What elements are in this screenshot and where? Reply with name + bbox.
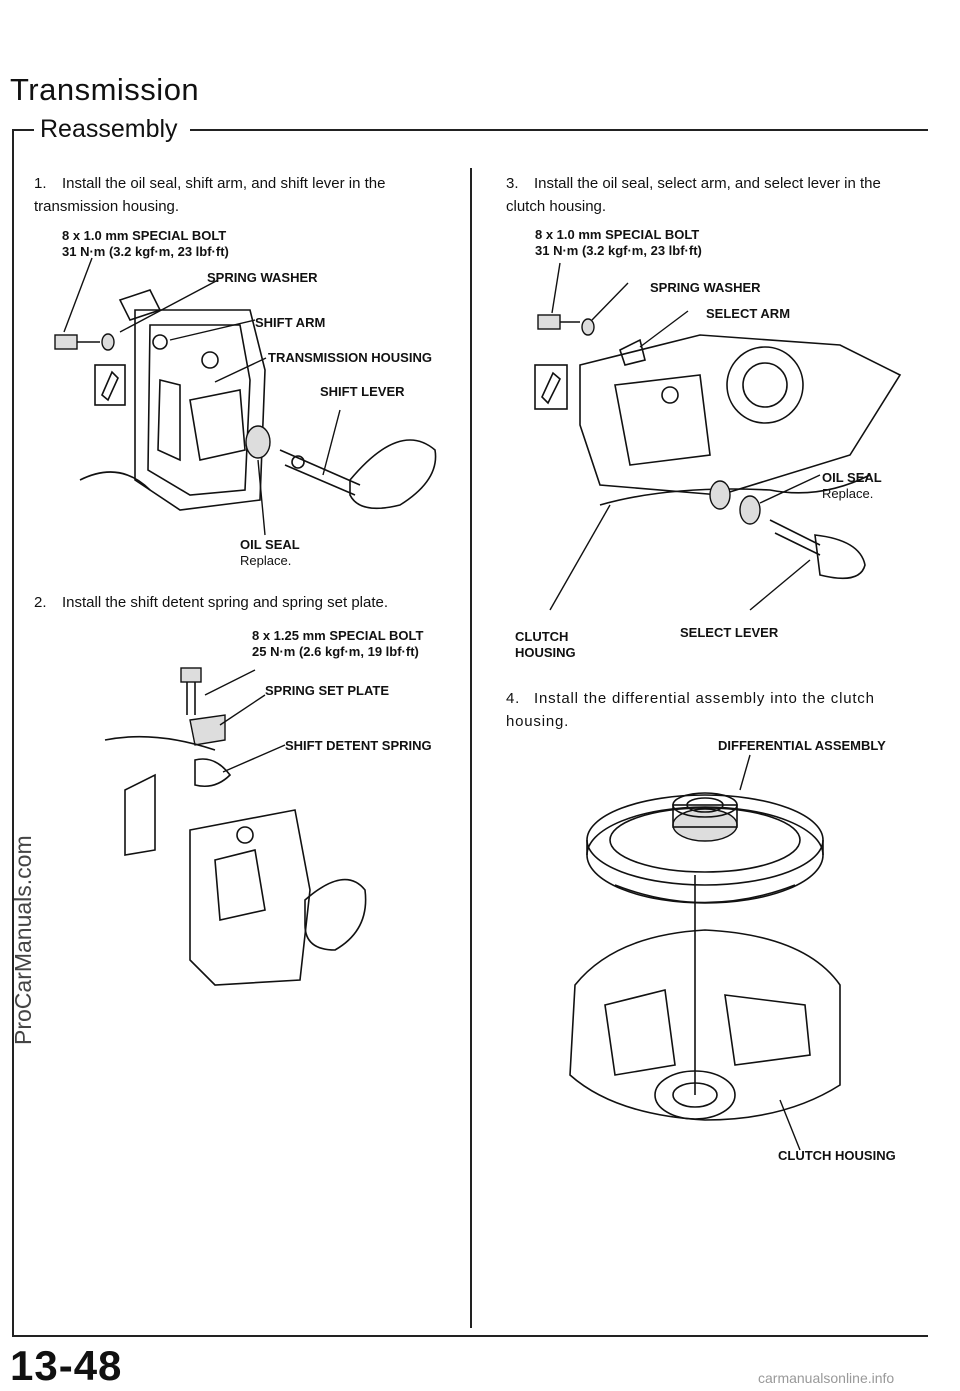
- fig1-bolt-spec: 8 x 1.0 mm SPECIAL BOLT: [62, 228, 227, 243]
- section-rule: [190, 129, 928, 131]
- fig2-spring-set-plate-label: SPRING SET PLATE: [265, 683, 389, 698]
- fig3-select-lever-label: SELECT LEVER: [680, 625, 779, 640]
- step-text: Install the differential assembly into t…: [506, 690, 875, 730]
- step-3: 3.Install the oil seal, select arm, and …: [506, 172, 916, 218]
- fig3-select-arm-label: SELECT ARM: [706, 306, 791, 321]
- step-number: 2.: [34, 594, 47, 611]
- fig2-illustration: [104, 667, 367, 986]
- bottom-rule: [12, 1335, 928, 1337]
- fig3-clutch-housing-line2: HOUSING: [515, 645, 576, 660]
- step-text: Install the oil seal, select arm, and se…: [506, 175, 881, 215]
- step-text: Install the shift detent spring and spri…: [62, 594, 389, 611]
- section-rule-left: [12, 129, 34, 131]
- fig4-clutch-housing: [569, 875, 841, 1121]
- fig3-oil-seal-label: OIL SEAL Replace.: [822, 470, 882, 502]
- fig1-illustration: [54, 257, 437, 536]
- fig3-oil-seal-name: OIL SEAL: [822, 470, 882, 485]
- fig4-clutch-housing-label: CLUTCH HOUSING: [778, 1148, 896, 1163]
- fig3-bolt: [537, 314, 595, 336]
- fig2-housing: [104, 735, 367, 986]
- fig1-shift-arm-label: SHIFT ARM: [255, 315, 326, 330]
- page-number: 13-48: [10, 1342, 123, 1389]
- fig1-detent-icon: [94, 364, 126, 406]
- fig3-detent-icon: [534, 364, 568, 410]
- fig1-bolt-torque: 31 N·m (3.2 kgf·m, 23 lbf·ft): [62, 244, 229, 259]
- fig3-bolt-torque: 31 N·m (3.2 kgf·m, 23 lbf·ft): [535, 243, 702, 258]
- column-divider: [470, 168, 472, 1328]
- fig2-detent-spring: [194, 758, 232, 788]
- fig3-bolt-label: 8 x 1.0 mm SPECIAL BOLT 31 N·m (3.2 kgf·…: [535, 227, 702, 259]
- step-2: 2. Install the shift detent spring and sp…: [34, 591, 444, 614]
- step-number: 1.: [34, 175, 47, 192]
- fig1-spring-washer-label: SPRING WASHER: [207, 270, 318, 285]
- fig1-oil-seal-note: Replace.: [240, 553, 292, 568]
- watermark: ProCarManuals.com: [10, 835, 36, 1045]
- step-number: 4.: [506, 690, 521, 707]
- fig2-bolt-label: 8 x 1.25 mm SPECIAL BOLT 25 N·m (2.6 kgf…: [252, 628, 423, 660]
- fig2-bolt: [180, 667, 202, 715]
- section-subtitle: Reassembly: [40, 115, 178, 143]
- fig3-illustration: [534, 262, 902, 611]
- fig4-differential-gear: [586, 792, 824, 904]
- fig2-spring-set-plate: [189, 714, 226, 746]
- fig3-clutch-housing-line1: CLUTCH: [515, 629, 569, 644]
- fig2-bolt-spec: 8 x 1.25 mm SPECIAL BOLT: [252, 628, 424, 643]
- step-number: 3.: [506, 175, 519, 192]
- fig3-oil-seal-note: Replace.: [822, 486, 874, 501]
- fig4-illustration: [569, 754, 841, 1151]
- fig3-housing: [579, 334, 902, 506]
- fig2-shift-detent-spring-label: SHIFT DETENT SPRING: [285, 738, 432, 753]
- fig2-bolt-torque: 25 N·m (2.6 kgf·m, 19 lbf·ft): [252, 644, 419, 659]
- page-title: Transmission: [10, 72, 200, 107]
- fig1-shift-lever-label: SHIFT LEVER: [320, 384, 405, 399]
- left-border: [12, 129, 14, 1336]
- step-4: 4.Install the differential assembly into…: [506, 687, 916, 733]
- fig3-select-lever: [709, 480, 866, 580]
- fig3-bolt-spec: 8 x 1.0 mm SPECIAL BOLT: [535, 227, 700, 242]
- fig4-differential-assembly-label: DIFFERENTIAL ASSEMBLY: [718, 738, 886, 753]
- fig1-oil-seal-label: OIL SEAL Replace.: [240, 537, 300, 569]
- footer-site: carmanualsonline.info: [758, 1370, 895, 1386]
- fig1-oil-seal-name: OIL SEAL: [240, 537, 300, 552]
- fig3-spring-washer-label: SPRING WASHER: [650, 280, 761, 295]
- fig1-bolt: [54, 333, 115, 351]
- fig1-transmission-housing-label: TRANSMISSION HOUSING: [268, 350, 432, 365]
- step-1: 1.Install the oil seal, shift arm, and s…: [34, 172, 444, 218]
- fig1-shift-lever: [245, 425, 437, 510]
- step-text: Install the oil seal, shift arm, and shi…: [34, 175, 386, 215]
- fig3-clutch-housing-label: CLUTCH HOUSING: [515, 629, 576, 661]
- fig1-bolt-label: 8 x 1.0 mm SPECIAL BOLT 31 N·m (3.2 kgf·…: [62, 228, 229, 260]
